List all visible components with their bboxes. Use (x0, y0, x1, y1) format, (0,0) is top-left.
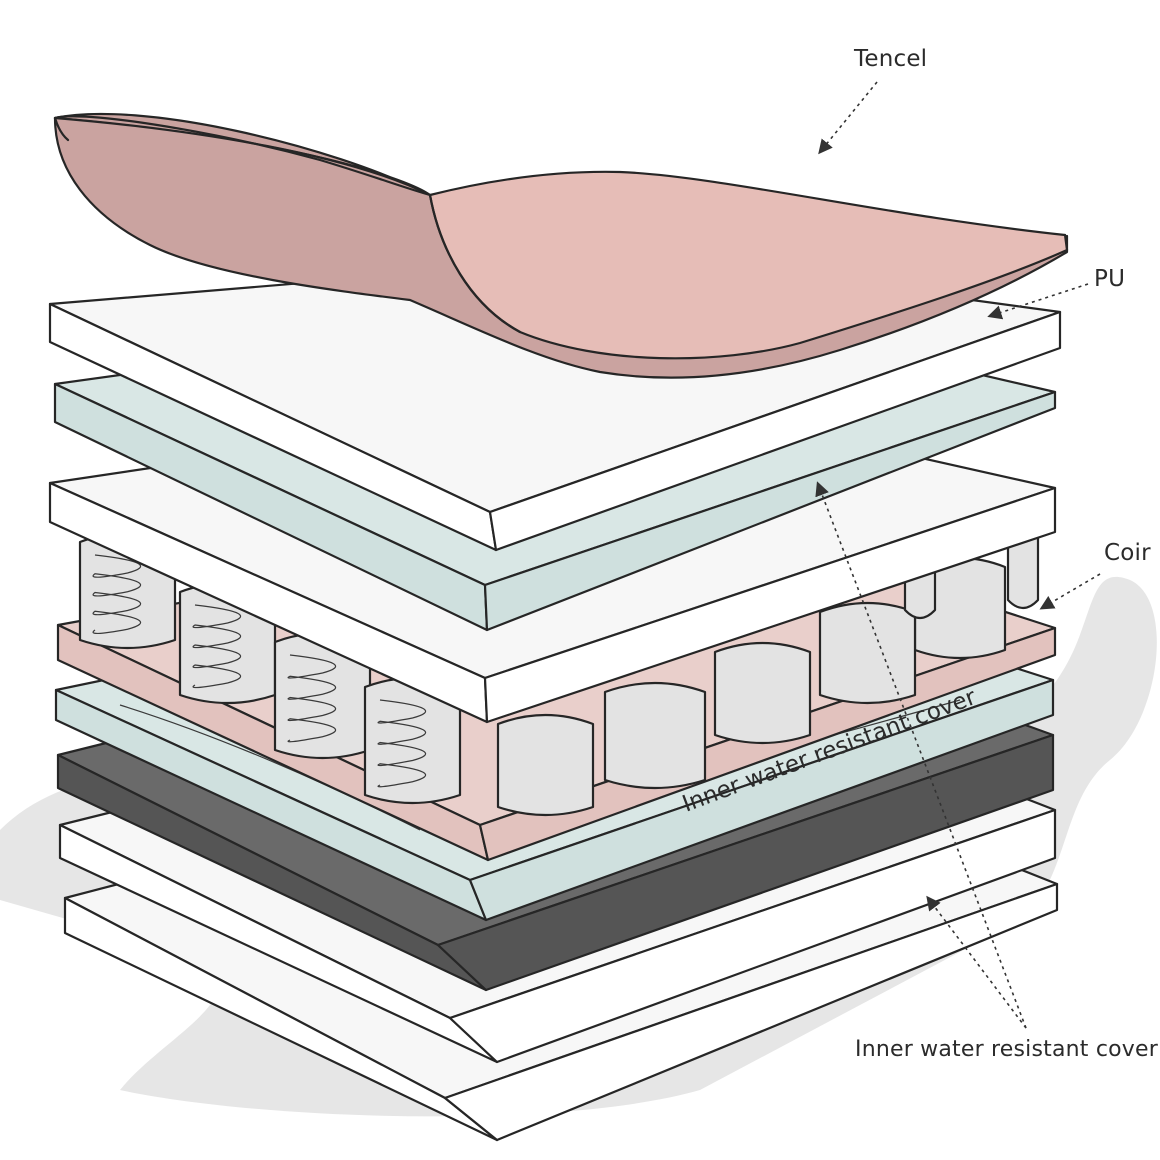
label-coir: Coir (1104, 540, 1151, 566)
leader-tencel-icon (818, 81, 878, 155)
coil-spring-icon (92, 554, 141, 635)
leader-pu-icon (987, 283, 1089, 320)
leader-coir-icon (1039, 573, 1101, 610)
coil-spring-icon (287, 654, 336, 743)
leader-inner-cover-icon (815, 481, 1027, 1029)
layer-tencel (53, 112, 1069, 379)
pocket-springs (78, 526, 1040, 817)
label-pu: PU (1094, 266, 1126, 292)
coil-spring-icon (377, 699, 426, 788)
label-inner-cover-bottom: Inner water resistant cover (855, 1037, 1158, 1062)
leader-lines (815, 81, 1101, 1029)
pocket-spring (818, 601, 917, 705)
coil-spring-icon (192, 604, 241, 689)
leader-inner-cover-bottom-icon (926, 895, 1027, 1029)
pocket-spring (603, 681, 707, 790)
pocket-spring (713, 641, 812, 745)
label-tencel: Tencel (854, 46, 928, 72)
pocket-spring (496, 713, 595, 817)
